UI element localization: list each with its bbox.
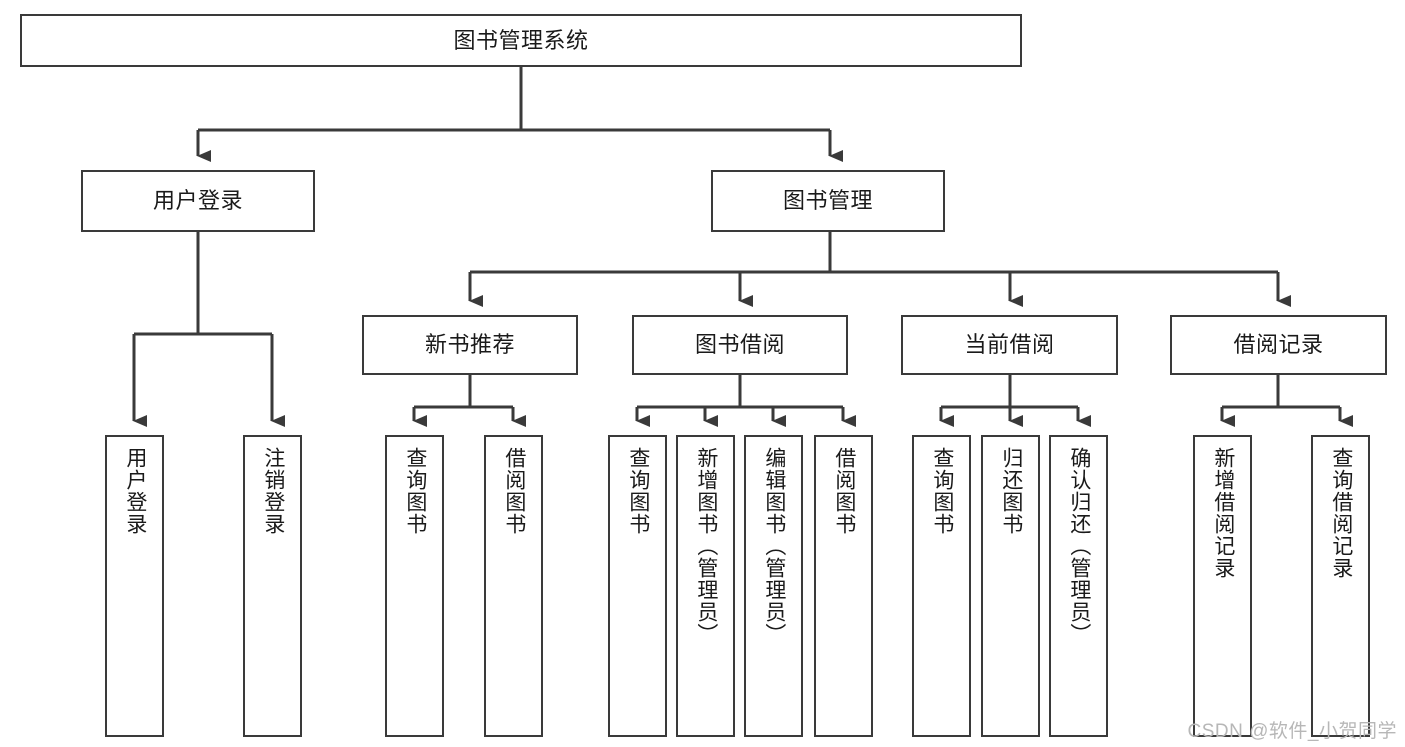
node-leaf-query-record-label: 查询借阅记录: [1329, 447, 1353, 579]
node-leaf-add-record[interactable]: 新增借阅记录: [1193, 435, 1252, 737]
node-leaf-query-book-3-label: 查询图书: [930, 447, 954, 535]
node-current-borrow-label: 当前借阅: [964, 332, 1055, 358]
node-leaf-query-record[interactable]: 查询借阅记录: [1311, 435, 1370, 737]
node-borrow-record-label: 借阅记录: [1233, 332, 1324, 358]
node-leaf-borrow-book-2-label: 借阅图书: [832, 447, 856, 535]
node-leaf-logout-login-label: 注销登录: [261, 447, 285, 535]
node-leaf-return-book-label: 归还图书: [999, 447, 1023, 535]
node-leaf-confirm-return[interactable]: 确认归还（管理员）: [1049, 435, 1108, 737]
node-leaf-query-book-2-label: 查询图书: [626, 447, 650, 535]
node-leaf-query-book-1[interactable]: 查询图书: [385, 435, 444, 737]
node-user-login[interactable]: 用户登录: [81, 170, 315, 232]
node-leaf-add-book[interactable]: 新增图书（管理员）: [676, 435, 735, 737]
node-leaf-add-record-label: 新增借阅记录: [1211, 447, 1235, 579]
node-leaf-query-book-3[interactable]: 查询图书: [912, 435, 971, 737]
watermark-text: CSDN @软件_小贺同学: [1187, 721, 1397, 742]
node-leaf-return-book[interactable]: 归还图书: [981, 435, 1040, 737]
node-leaf-logout-login[interactable]: 注销登录: [243, 435, 302, 737]
node-book-manage-label: 图书管理: [782, 188, 873, 214]
node-book-borrow[interactable]: 图书借阅: [632, 315, 848, 375]
node-book-borrow-label: 图书借阅: [694, 332, 785, 358]
node-leaf-user-login-label: 用户登录: [123, 447, 147, 535]
node-new-book-recommend-label: 新书推荐: [424, 332, 515, 358]
node-current-borrow[interactable]: 当前借阅: [901, 315, 1118, 375]
node-root-label: 图书管理系统: [453, 27, 589, 53]
node-leaf-borrow-book-1[interactable]: 借阅图书: [484, 435, 543, 737]
node-user-login-label: 用户登录: [152, 188, 243, 214]
node-leaf-query-book-2[interactable]: 查询图书: [608, 435, 667, 737]
node-leaf-borrow-book-1-label: 借阅图书: [502, 447, 526, 535]
node-leaf-confirm-return-label: 确认归还（管理员）: [1067, 447, 1091, 645]
node-new-book-recommend[interactable]: 新书推荐: [362, 315, 578, 375]
node-root[interactable]: 图书管理系统: [20, 14, 1022, 67]
node-leaf-edit-book-label: 编辑图书（管理员）: [762, 447, 786, 645]
node-leaf-query-book-1-label: 查询图书: [403, 447, 427, 535]
node-leaf-edit-book[interactable]: 编辑图书（管理员）: [744, 435, 803, 737]
node-borrow-record[interactable]: 借阅记录: [1170, 315, 1387, 375]
node-leaf-user-login[interactable]: 用户登录: [105, 435, 164, 737]
node-book-manage[interactable]: 图书管理: [711, 170, 945, 232]
node-leaf-add-book-label: 新增图书（管理员）: [694, 447, 718, 645]
node-leaf-borrow-book-2[interactable]: 借阅图书: [814, 435, 873, 737]
